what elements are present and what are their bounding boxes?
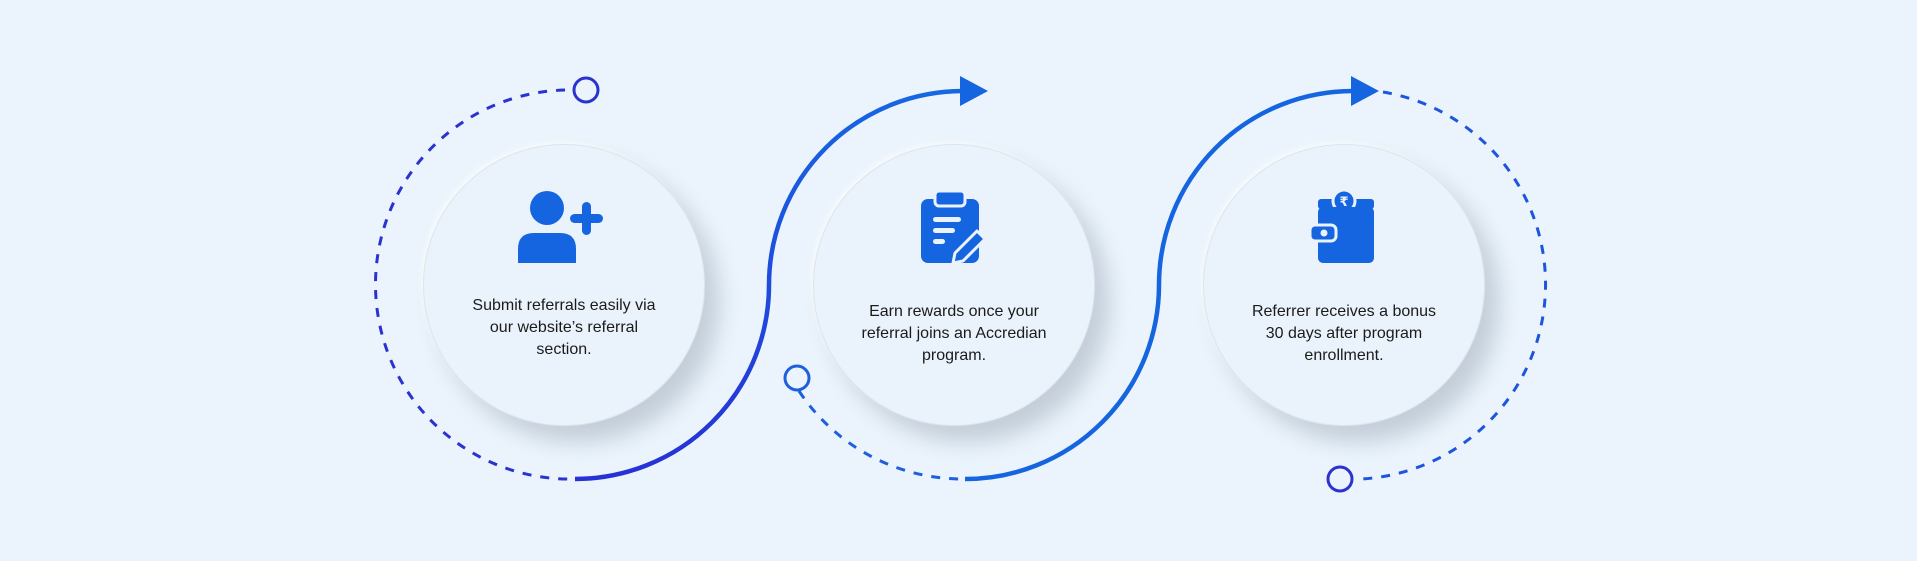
arrow-head-1 bbox=[960, 76, 988, 106]
solid-arc-2 bbox=[964, 88, 1354, 482]
dashed-arc-1 bbox=[373, 88, 576, 481]
step-text-2: Earn rewards once your referral joins an… bbox=[861, 303, 1047, 364]
start-node-1 bbox=[572, 76, 600, 104]
start-node-2 bbox=[783, 364, 811, 392]
dashed-arc-2 bbox=[797, 390, 964, 481]
step-card-3: ₹ Referrer receives a bonus 30 days afte… bbox=[1203, 144, 1485, 426]
solid-arc-1 bbox=[574, 88, 964, 482]
add-user-icon bbox=[518, 191, 610, 268]
step-card-2: Earn rewards once your referral joins an… bbox=[813, 144, 1095, 426]
step-text-1: Submit referrals easily via our website’… bbox=[472, 297, 656, 358]
end-node-3 bbox=[1326, 465, 1354, 493]
svg-text:₹: ₹ bbox=[1339, 195, 1348, 210]
step-card-1: Submit referrals easily via our website’… bbox=[423, 144, 705, 426]
arrow-head-2 bbox=[1351, 76, 1379, 106]
wallet-coin-icon: ₹ bbox=[1308, 188, 1378, 268]
step-text-3: Referrer receives a bonus 30 days after … bbox=[1251, 303, 1437, 364]
clipboard-edit-icon bbox=[919, 189, 989, 268]
